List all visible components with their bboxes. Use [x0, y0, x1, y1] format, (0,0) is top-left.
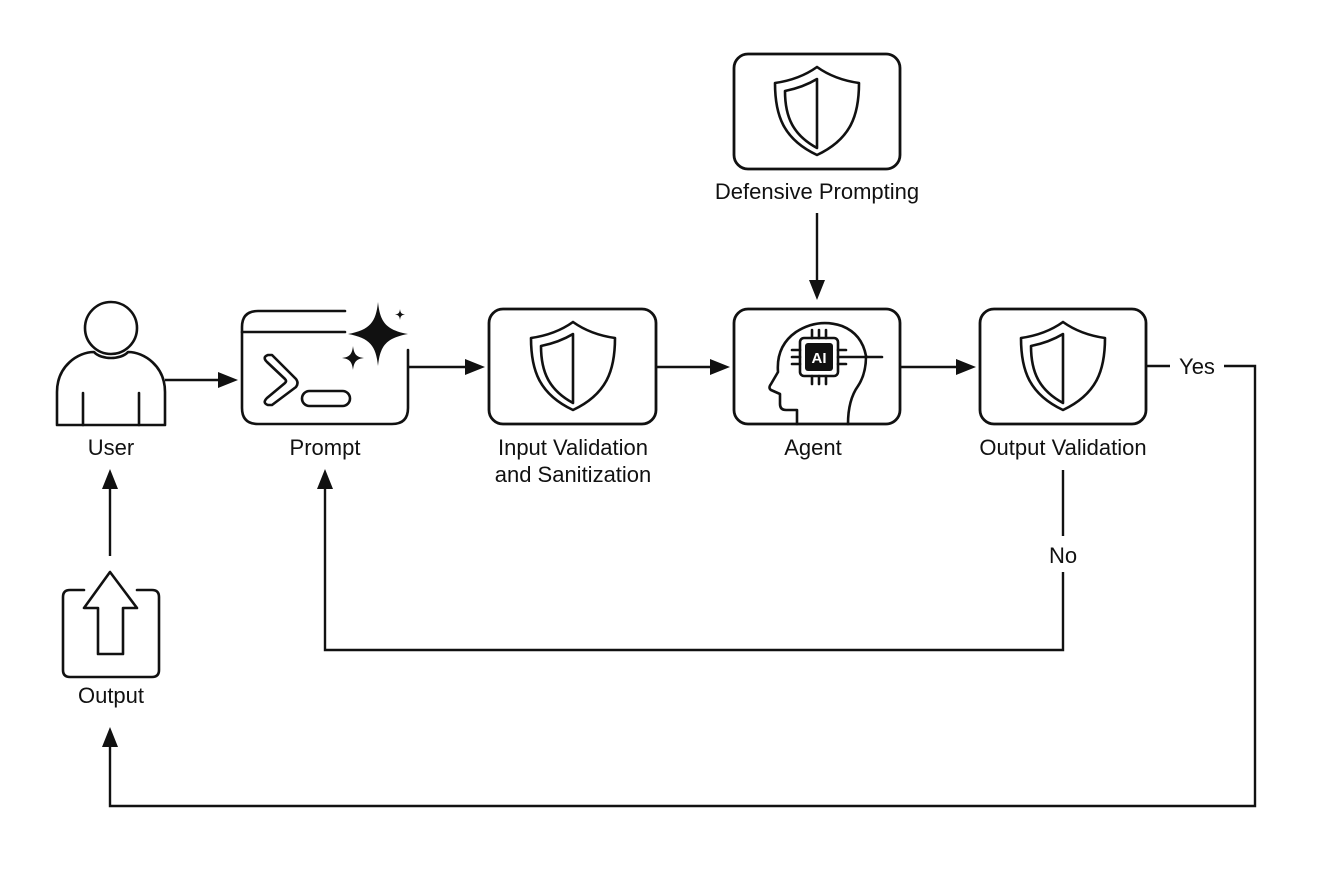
upload-arrow-icon — [61, 570, 161, 679]
output-validation-node[interactable]: Output Validation — [978, 307, 1148, 460]
edge-agent-to-output-validation — [900, 359, 976, 375]
edge-output-to-user — [102, 469, 118, 556]
output-label: Output — [78, 683, 144, 708]
edge-no-to-prompt — [317, 469, 1065, 652]
yes-label: Yes — [1179, 354, 1215, 379]
agent-node[interactable]: AI Agent — [732, 307, 902, 460]
edge-input-validation-to-agent — [656, 359, 730, 375]
input-validation-node[interactable]: Input Validation and Sanitization — [487, 307, 658, 487]
prompt-label: Prompt — [290, 435, 361, 460]
edge-yes-to-output — [102, 364, 1257, 808]
input-validation-label-line2: and Sanitization — [495, 462, 652, 487]
output-validation-label: Output Validation — [979, 435, 1146, 460]
input-validation-label-line1: Input Validation — [498, 435, 648, 460]
edge-user-to-prompt — [165, 372, 238, 388]
edge-defensive-prompting-to-agent — [809, 213, 825, 300]
terminal-sparkle-icon — [240, 302, 410, 426]
person-icon — [55, 300, 167, 427]
edge-prompt-to-input-validation — [408, 359, 485, 375]
user-node[interactable]: User — [55, 300, 167, 460]
ai-chip-text: AI — [812, 350, 827, 367]
no-label: No — [1049, 543, 1077, 568]
user-label: User — [88, 435, 134, 460]
output-node[interactable]: Output — [61, 570, 161, 708]
agent-label: Agent — [784, 435, 842, 460]
prompt-node[interactable]: Prompt — [240, 302, 410, 460]
defensive-prompting-node[interactable]: Defensive Prompting — [715, 52, 919, 204]
ai-head-chip-icon: AI — [768, 321, 884, 426]
defensive-prompting-label: Defensive Prompting — [715, 179, 919, 204]
